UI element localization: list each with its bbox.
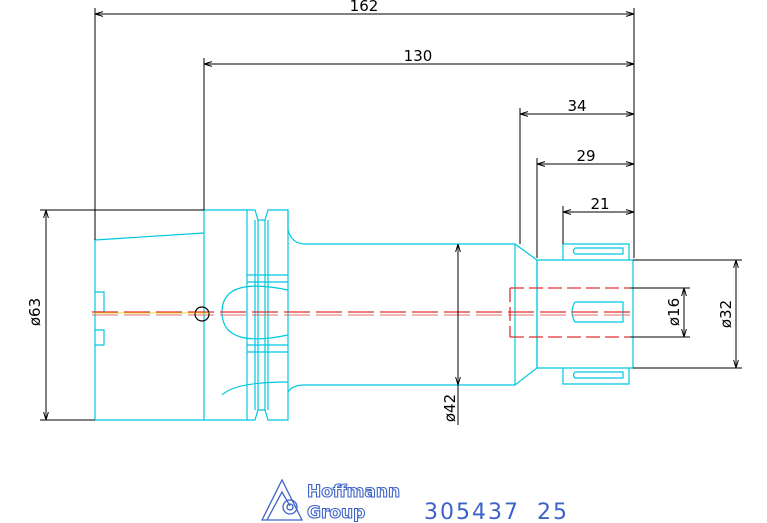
flange-lower-slot	[221, 381, 289, 396]
bore-outline	[509, 287, 630, 338]
dim-63-label: ø63	[26, 298, 44, 326]
centerline-group	[92, 287, 636, 338]
dim-34-label: 34	[567, 97, 586, 115]
dim-130-label: 130	[404, 47, 433, 65]
brand-name-line1: Hoffmann	[307, 482, 400, 502]
brand-name-line2: Group	[307, 503, 365, 523]
dim-162-label: 162	[350, 0, 379, 15]
collet-nut-top	[562, 243, 630, 260]
taper-shank-outline	[94, 232, 205, 421]
dim-42-label: ø42	[441, 394, 459, 422]
shank-outline	[287, 210, 538, 393]
dimension-lines	[40, 8, 742, 425]
size-code: 25	[537, 500, 569, 523]
flange-inner-hlines	[247, 274, 288, 353]
drive-slot-arc	[221, 285, 289, 340]
dim-32-label: ø32	[717, 300, 735, 328]
article-number: 305437	[424, 500, 520, 523]
hoffmann-group-logo-icon	[260, 478, 304, 521]
tool-outline	[94, 209, 634, 421]
dim-29-label: 29	[576, 147, 595, 165]
dim-16-label: ø16	[665, 298, 683, 326]
collet-slot-mid	[571, 301, 624, 323]
dim-21-label: 21	[590, 195, 609, 213]
center-mark	[194, 306, 210, 322]
collet-nut-bottom	[562, 368, 630, 385]
collet-nut-outline	[536, 259, 634, 369]
collet-slot-bottom	[572, 371, 624, 379]
collet-slot-top	[572, 247, 624, 255]
